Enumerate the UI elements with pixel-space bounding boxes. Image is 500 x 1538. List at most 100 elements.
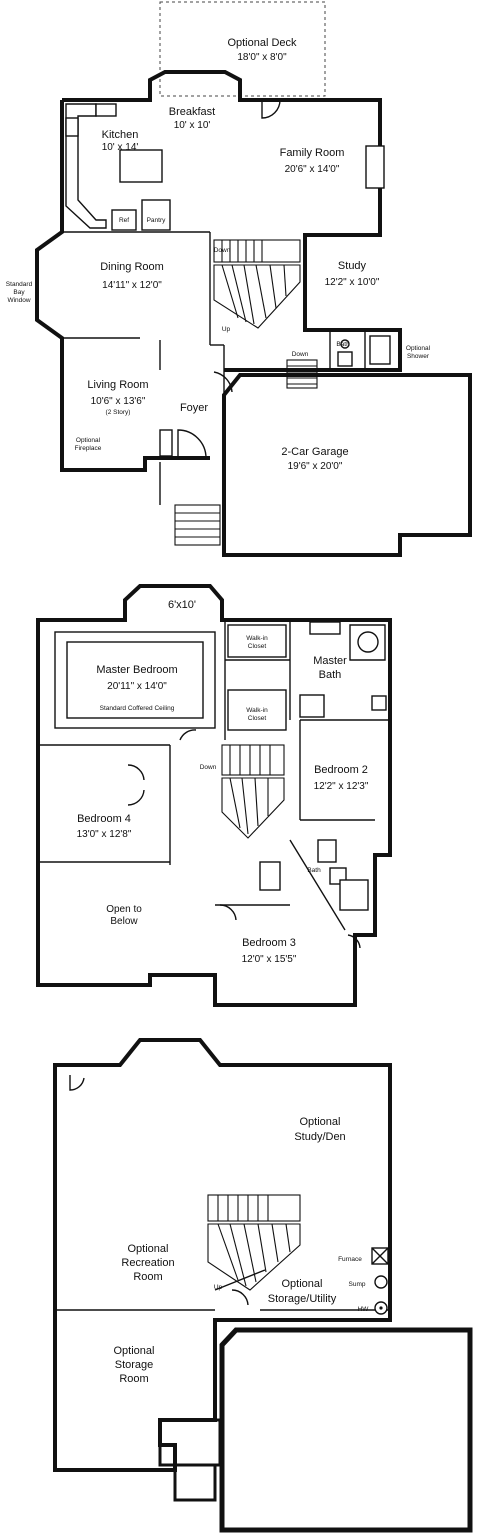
toilet-icon — [371, 695, 387, 711]
furnace-label: Furnace — [338, 1256, 362, 1263]
kitchen-dimensions: 10' x 14' — [102, 142, 139, 153]
living-room-note: (2 Story) — [106, 409, 131, 416]
study-den-label-1: Optional — [300, 1116, 341, 1128]
door-swing — [127, 789, 145, 806]
deck-dimensions: 18'0" x 8'0" — [237, 52, 287, 63]
master-bath-label-1: Master — [313, 655, 347, 667]
coffered-ceiling-inner — [66, 641, 204, 719]
bedroom-4-label: Bedroom 4 — [77, 813, 131, 825]
breakfast-dimensions: 10' x 10' — [174, 120, 211, 131]
fireplace-label-1: Optional — [76, 437, 101, 444]
recreation-room-label-2: Recreation — [121, 1257, 174, 1269]
first-floor-exterior-wall — [62, 70, 402, 372]
sink-icon — [95, 103, 117, 117]
stair-up-label: Up — [214, 1284, 223, 1291]
second-floor-staircase — [221, 744, 285, 839]
living-room-dimensions: 10'6" x 13'6" — [91, 396, 146, 407]
garage-wall — [222, 373, 472, 557]
nook-dimensions: 6'x10' — [168, 599, 196, 611]
master-bedroom-label: Master Bedroom — [96, 664, 177, 676]
steps-foundation — [173, 1463, 217, 1502]
master-bath-label-2: Bath — [319, 669, 342, 681]
open-to-below-label-1: Open to — [106, 904, 142, 915]
first-floor-plan: Optional Deck 18'0" x 8'0" Breakfast 10'… — [6, 1, 472, 557]
family-room-dimensions: 20'6" x 14'0" — [285, 164, 340, 175]
sink-icon — [340, 339, 350, 349]
family-room-label: Family Room — [280, 147, 345, 159]
hall-bath-label: Bath — [307, 867, 321, 874]
stoop-foundation — [158, 1418, 222, 1467]
pantry-closet — [141, 199, 171, 231]
living-room-label: Living Room — [87, 379, 148, 391]
bedroom-2-label: Bedroom 2 — [314, 764, 368, 776]
refrigerator — [111, 209, 137, 231]
coffered-ceiling-outer — [54, 631, 216, 729]
bedroom-4-dimensions: 13'0" x 12'8" — [77, 829, 132, 840]
dining-room-label: Dining Room — [100, 261, 164, 273]
door-swing — [219, 904, 237, 921]
shower-icon — [299, 694, 325, 718]
hw-label: HW — [358, 1306, 370, 1313]
vanity-icon — [309, 621, 341, 635]
door-swing — [179, 729, 197, 741]
study-dimensions: 12'2" x 10'0" — [325, 277, 380, 288]
deck-label: Optional Deck — [227, 37, 297, 49]
front-door-swing — [177, 429, 207, 459]
sump-icon — [374, 1275, 388, 1289]
second-floor-exterior-wall — [36, 584, 392, 1007]
recreation-room-label-1: Optional — [128, 1243, 169, 1255]
bedroom-2-dimensions: 12'2" x 12'3" — [314, 781, 369, 792]
furnace-icon-cross — [371, 1247, 389, 1265]
utility-partition — [214, 1269, 266, 1291]
shower-label-1: Optional — [406, 345, 431, 352]
main-staircase — [213, 239, 301, 329]
basement-plan: Optional Study/Den Optional Recreation R… — [53, 1038, 473, 1533]
door-swing — [127, 764, 145, 781]
walk-in-closet-label-1b: Closet — [248, 643, 267, 650]
dining-room-dimensions: 14'11" x 12'0" — [102, 280, 162, 291]
bedroom-3-label: Bedroom 3 — [242, 937, 296, 949]
walk-in-closet-label-2b: Closet — [248, 715, 267, 722]
garage-foundation-wall — [219, 1327, 473, 1533]
second-floor-plan: 6'x10' Walk-in Closet Master Bath Master… — [36, 584, 392, 1007]
garage-steps — [286, 359, 318, 389]
optional-deck — [159, 1, 326, 97]
storage-utility-label-1: Optional — [282, 1278, 323, 1290]
kitchen-label: Kitchen — [102, 129, 139, 141]
shower-label-2: Shower — [407, 353, 430, 360]
fireplace-label-2: Fireplace — [75, 445, 102, 452]
kitchen-island — [119, 149, 163, 183]
storage-room-label-1: Optional — [114, 1345, 155, 1357]
water-heater-icon-dot — [379, 1306, 383, 1310]
toilet-icon — [337, 351, 353, 367]
study-den-label-2: Study/Den — [294, 1131, 345, 1143]
laundry-icon — [259, 861, 281, 891]
storage-room-label-3: Room — [119, 1373, 148, 1385]
master-bedroom-dimensions: 20'11" x 14'0" — [107, 681, 167, 692]
study-label: Study — [338, 260, 367, 272]
stair-up-label: Up — [222, 326, 231, 333]
bay-window-label-3: Window — [7, 297, 30, 304]
bath-label: Bath — [336, 341, 350, 348]
open-to-below-label-2: Below — [110, 916, 138, 927]
basement-exterior-wall — [53, 1038, 392, 1472]
walk-in-closet-label-2a: Walk-in — [246, 707, 268, 714]
stair-down-label: Down — [200, 764, 217, 771]
tub-basin-icon — [357, 631, 379, 653]
door-swing — [261, 99, 281, 119]
garage-label: 2-Car Garage — [281, 446, 348, 458]
walk-in-closet-label-1a: Walk-in — [246, 635, 268, 642]
door-swing — [231, 1289, 249, 1306]
coat-closet — [159, 429, 173, 457]
sink-icon — [317, 839, 337, 863]
shower-icon — [369, 335, 391, 365]
foyer-label: Foyer — [180, 402, 208, 414]
garage-stair-down-label: Down — [292, 351, 309, 358]
pantry-label: Pantry — [147, 217, 167, 224]
breakfast-label: Breakfast — [169, 106, 215, 118]
storage-room-label-2: Storage — [115, 1359, 154, 1371]
garage-door-swing — [213, 371, 233, 393]
coffered-ceiling-note: Standard Coffered Ceiling — [100, 705, 175, 712]
bath-diagonal-wall — [289, 839, 346, 931]
